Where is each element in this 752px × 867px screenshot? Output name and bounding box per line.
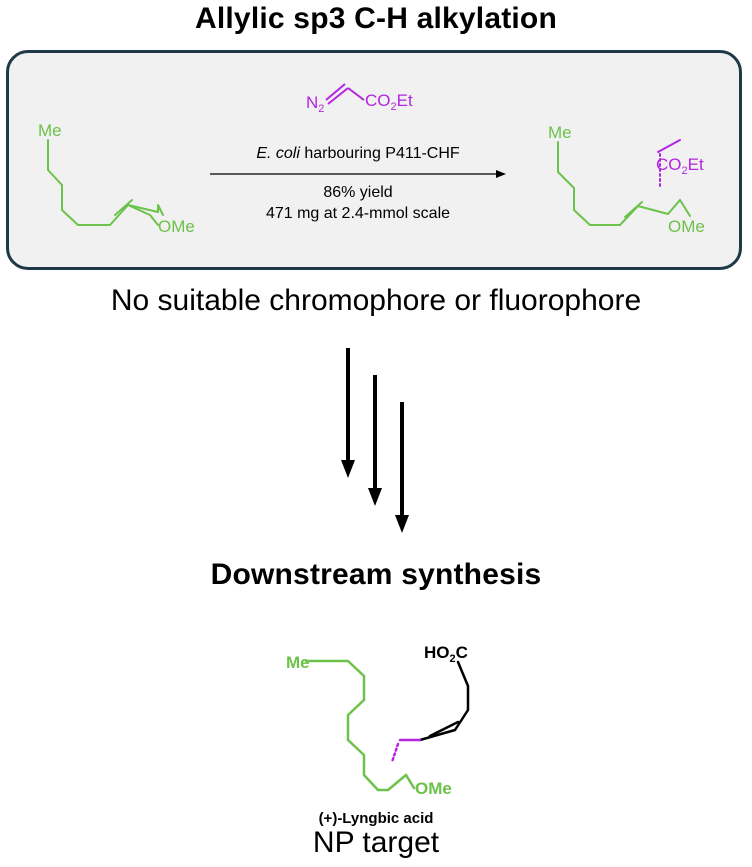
downstream-title: Downstream synthesis	[210, 558, 542, 591]
product-ome-label: OMe	[668, 217, 705, 236]
condition-yield: 86% yield	[323, 184, 393, 201]
target-ome-label: OMe	[415, 779, 452, 798]
reaction-panel	[6, 50, 742, 270]
lyngbic-acid-structure	[304, 659, 470, 792]
condition-line-1: E. coli harbouring P411-CHF	[210, 145, 506, 163]
reagent-co: CO	[365, 91, 391, 110]
target-acid-label: HO2C	[424, 643, 468, 665]
target-label: NP target	[312, 826, 440, 859]
reagent-n: N	[306, 93, 318, 112]
product-ester-label: CO2Et	[656, 155, 704, 177]
substrate-me-label: Me	[38, 121, 62, 140]
substrate-ome-label: OMe	[158, 217, 195, 236]
downstream-arrows	[346, 348, 404, 515]
condition-scale: 471 mg at 2.4-mmol scale	[265, 205, 451, 222]
downstream-arrowheads	[341, 460, 409, 533]
target-me-label: Me	[286, 653, 310, 672]
page-title: Allylic sp3 C-H alkylation	[195, 2, 557, 35]
svg-text:N2: N2	[306, 93, 324, 115]
target-name: (+)-Lyngbic acid	[318, 810, 434, 827]
svg-text:CO2Et: CO2Et	[365, 91, 413, 113]
diazo-reagent: N2 CO2Et	[306, 83, 413, 115]
reagent-co-sub: 2	[391, 101, 397, 113]
reaction-arrow	[210, 170, 506, 178]
substrate-structure	[47, 139, 164, 226]
product-me-label: Me	[548, 123, 572, 142]
condition-organism: E. coli	[256, 145, 300, 162]
condition-enzyme: harbouring P411-CHF	[299, 145, 460, 162]
chromophore-note: No suitable chromophore or fluorophore	[110, 284, 642, 317]
reagent-et: Et	[397, 91, 413, 110]
product-structure	[557, 139, 691, 226]
reagent-n-sub: 2	[318, 103, 324, 115]
